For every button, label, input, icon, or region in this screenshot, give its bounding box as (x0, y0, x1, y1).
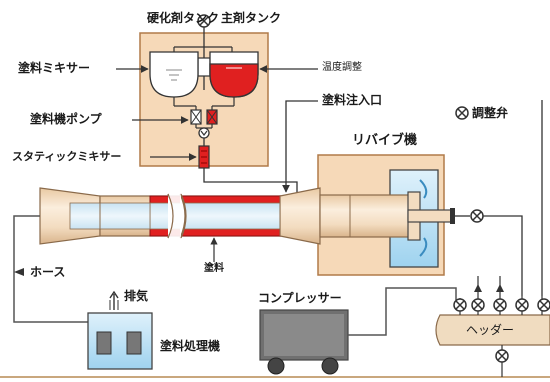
main-agent-tank (209, 51, 259, 98)
paint-pump-label: 塗料機ポンプ (30, 112, 102, 126)
grille-icon (96, 331, 112, 355)
header-label: ヘッダー (466, 323, 515, 337)
paint-injection-port-label: 塗料注入口 (322, 93, 383, 107)
main-agent-tank-label: 主剤タンク (221, 11, 282, 25)
hose-label: ホース (30, 265, 66, 279)
static-mixer-label: スタティックミキサー (12, 150, 122, 163)
flange (450, 208, 455, 224)
hose-line (13, 215, 88, 323)
exhaust-label: 排気 (124, 289, 149, 303)
paint-processor-label: 塗料処理機 (160, 339, 221, 353)
exhaust-arrows-icon (109, 290, 119, 310)
mixing-valve-icon (198, 127, 210, 139)
compressor (259, 309, 349, 375)
header-valves (453, 276, 550, 377)
header-bar (435, 314, 550, 346)
meter-box (197, 57, 211, 77)
hose-arrow-icon (14, 268, 24, 276)
wheel-icon (321, 357, 339, 375)
main-pipe (39, 187, 411, 245)
temperature-control-label: 温度調整 (322, 62, 362, 73)
hardener-tank-label: 硬化剤タンク (147, 11, 220, 25)
valve-icon (470, 209, 484, 223)
compressor-label: コンプレッサー (258, 291, 342, 305)
grille-icon (126, 331, 142, 355)
paint-label: 塗料 (204, 263, 224, 274)
valve-icon (197, 14, 211, 28)
revive-rotor (407, 191, 453, 241)
valve-icon (455, 106, 469, 120)
paint-mixer-label: 塗料ミキサー (18, 61, 91, 75)
hardener-tank (149, 51, 199, 98)
adjustment-valve-label: 調整弁 (472, 106, 509, 120)
revive-machine-label: リバイブ機 (352, 133, 418, 148)
wheel-icon (267, 357, 285, 375)
